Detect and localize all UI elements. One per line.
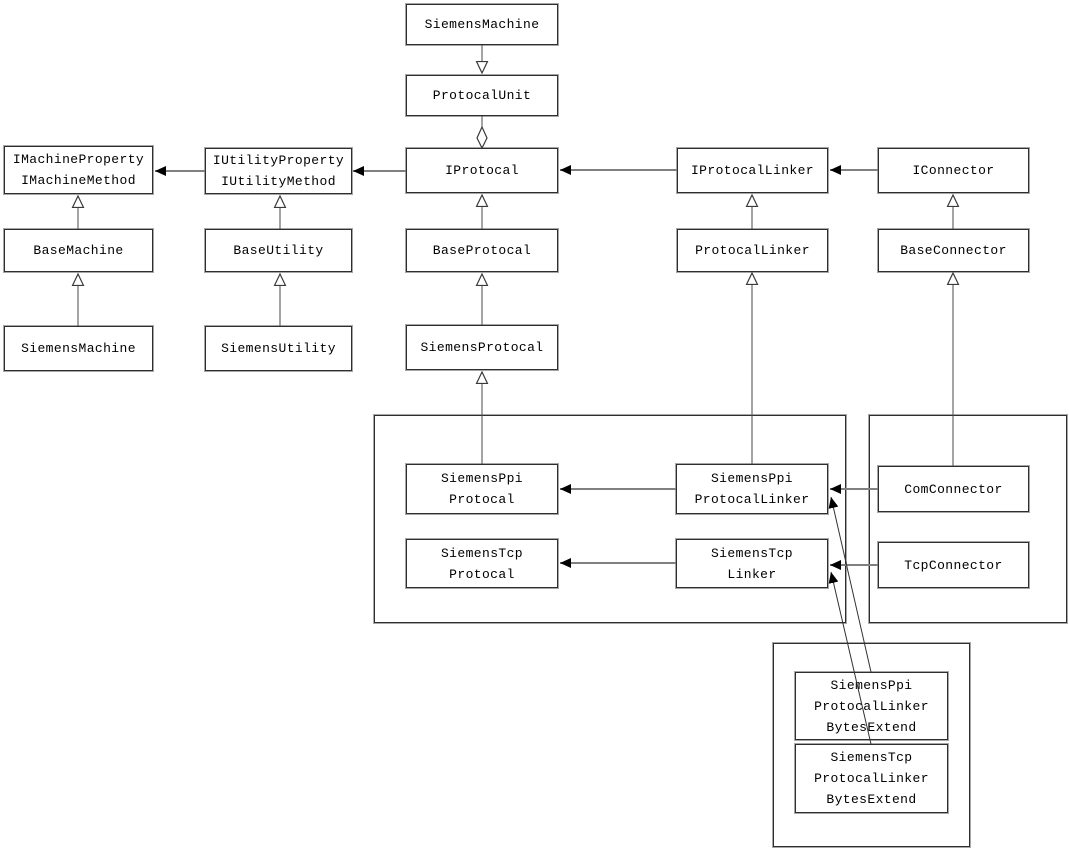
aggregation-diamond-icon (476, 125, 488, 150)
group-bytes-extend-box (773, 643, 970, 847)
class-box-baseprotocal: BaseProtocal (406, 229, 558, 272)
group-connector-box (869, 415, 1067, 623)
class-box-baseconnector: BaseConnector (878, 229, 1029, 272)
class-box-siemensppiprotocallinker: SiemensPpi ProtocalLinker (676, 464, 828, 514)
class-box-baseutility: BaseUtility (205, 229, 352, 272)
class-box-iutilityproperty-iutilitymethod: IUtilityProperty IUtilityMethod (205, 148, 352, 194)
class-box-tcpconnector: TcpConnector (878, 542, 1029, 588)
class-box-siemensutility: SiemensUtility (205, 326, 352, 371)
class-box-comconnector: ComConnector (878, 466, 1029, 512)
class-box-imachineproperty-imachinemethod: IMachineProperty IMachineMethod (4, 146, 153, 194)
class-box-protocallinker: ProtocalLinker (677, 229, 828, 272)
class-box-siemensppiprotocal: SiemensPpi Protocal (406, 464, 558, 514)
group-siemens-protocal-linker-box (374, 415, 846, 623)
class-box-siemenstcpprotocallinkerbytesextend: SiemensTcp ProtocalLinker BytesExtend (795, 744, 948, 813)
class-box-siemensprotocal: SiemensProtocal (406, 325, 558, 370)
class-box-basemachine: BaseMachine (4, 229, 153, 272)
class-box-iconnector: IConnector (878, 148, 1029, 193)
class-box-siemensmachine-top: SiemensMachine (406, 4, 558, 45)
class-box-protocalunit: ProtocalUnit (406, 75, 558, 116)
class-box-siemensppiprotocallinkerbytesextend: SiemensPpi ProtocalLinker BytesExtend (795, 672, 948, 740)
class-box-iprotocallinker: IProtocalLinker (677, 148, 828, 193)
class-box-siemenstcplinker: SiemensTcp Linker (676, 539, 828, 588)
class-box-siemensmachine: SiemensMachine (4, 326, 153, 371)
class-box-iprotocal: IProtocal (406, 148, 558, 193)
class-box-siemenstcpprotocal: SiemensTcp Protocal (406, 539, 558, 588)
